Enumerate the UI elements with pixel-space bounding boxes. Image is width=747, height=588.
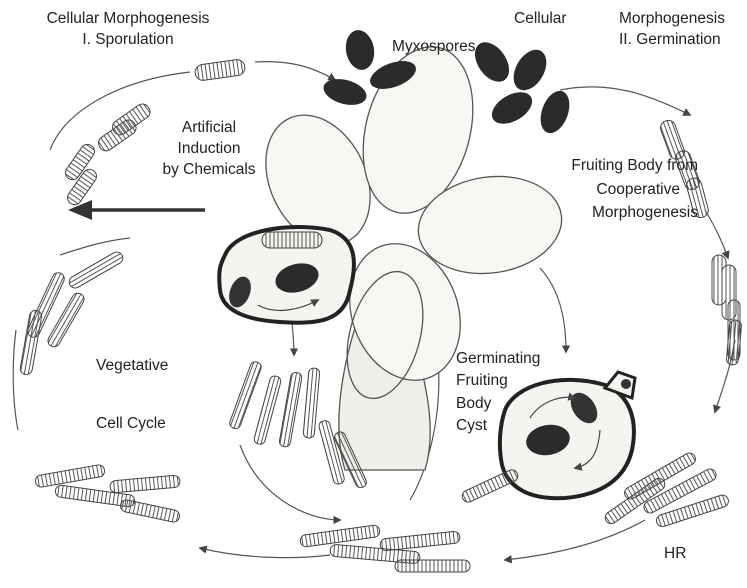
fruiting-body-line3: Morphogenesis bbox=[470, 203, 698, 222]
vegetative-label: Vegetative bbox=[96, 356, 168, 375]
germinating-cyst-line2: Fruiting bbox=[456, 371, 508, 390]
arrow-germination-2 bbox=[705, 210, 728, 258]
arrow-cell-down bbox=[292, 320, 294, 355]
cell-cycle-label: Cell Cycle bbox=[96, 414, 166, 433]
germinating-cyst-line4: Cyst bbox=[456, 416, 487, 435]
myxospores-label: Myxospores bbox=[392, 37, 476, 56]
arrow-to-myxospores bbox=[255, 62, 335, 80]
germination-title-morphogenesis: Morphogenesis bbox=[619, 9, 725, 28]
fruiting-body-line2: Cooperative bbox=[470, 180, 680, 199]
arrow-vegetative-left bbox=[13, 330, 18, 430]
hr-label: HR bbox=[664, 544, 686, 563]
arrow-fruiting-to-cyst bbox=[540, 268, 566, 352]
chemical-induction-arrow bbox=[68, 200, 205, 220]
germination-subtitle: II. Germination bbox=[619, 30, 721, 49]
germinating-cyst-line3: Body bbox=[456, 394, 491, 413]
artificial-induction-line3: by Chemicals bbox=[150, 160, 268, 179]
artificial-induction-line1: Artificial bbox=[150, 118, 268, 137]
sporulation-title: Cellular Morphogenesis bbox=[18, 9, 238, 28]
germination-title-cellular: Cellular bbox=[514, 9, 567, 28]
fruiting-body-cyst-left bbox=[219, 227, 354, 323]
artificial-induction-line2: Induction bbox=[150, 139, 268, 158]
arrow-vegetative-bottom bbox=[240, 445, 340, 520]
arrow-germination-1 bbox=[560, 87, 690, 115]
germinating-fruiting-body-cyst bbox=[500, 372, 635, 498]
sporulation-subtitle: I. Sporulation bbox=[18, 30, 238, 49]
arrow-to-vegetative bbox=[200, 548, 330, 558]
arrow-to-hr bbox=[505, 520, 645, 560]
fruiting-body-line1: Fruiting Body from bbox=[470, 156, 698, 175]
germinating-cyst-line1: Germinating bbox=[456, 349, 540, 368]
